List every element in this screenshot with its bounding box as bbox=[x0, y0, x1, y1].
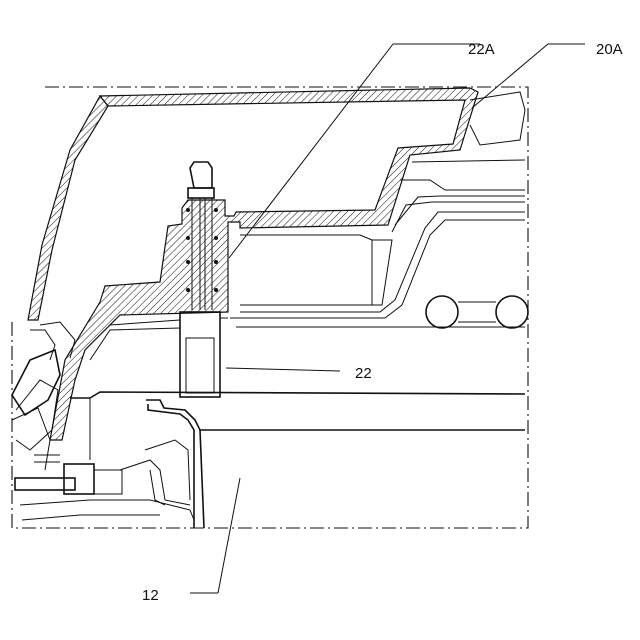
rollers bbox=[426, 296, 528, 328]
label-12: 12 bbox=[142, 587, 159, 604]
label-22: 22 bbox=[355, 365, 372, 382]
leader-22 bbox=[226, 368, 340, 371]
left-details bbox=[12, 322, 194, 520]
flange-plate bbox=[70, 392, 525, 528]
label-22A: 22A bbox=[468, 41, 495, 58]
section-boundary bbox=[12, 87, 528, 528]
leader-12-diagonal bbox=[218, 478, 240, 593]
label-20A: 20A bbox=[596, 41, 623, 58]
terminal-block bbox=[180, 312, 228, 397]
